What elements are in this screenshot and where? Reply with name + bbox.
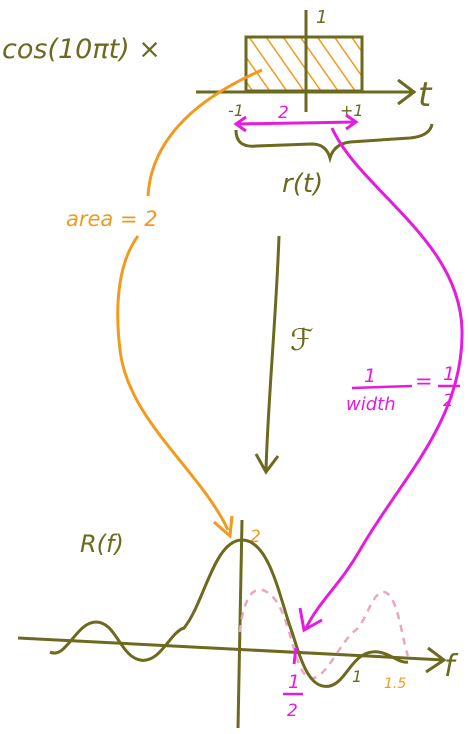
width-curve <box>304 127 464 629</box>
function-label: R(f) <box>80 530 124 558</box>
cos-expression: cos(10πt) × <box>2 34 161 65</box>
width-result-denominator: 2 <box>443 391 454 411</box>
width-label: 2 <box>278 103 289 123</box>
area-label: area = 2 <box>66 207 158 231</box>
top-height-label: 1 <box>316 7 327 28</box>
bottom-vertical-axis <box>236 519 244 729</box>
brace <box>234 123 434 164</box>
f-axis <box>17 636 445 662</box>
width-fraction-denominator: width <box>346 394 396 415</box>
transform-arrow <box>264 235 281 471</box>
f-axis-label: f <box>444 649 459 684</box>
width-fraction-equals: = <box>415 369 433 393</box>
sinc-curve <box>49 538 409 688</box>
dashed-sinc <box>238 588 410 680</box>
width-double-arrow <box>233 113 359 133</box>
r-of-t-label: r(t) <box>282 169 323 199</box>
tick-label-1-5: 1.5 <box>384 676 406 692</box>
t-axis-arrow <box>397 78 417 106</box>
t-axis-label: t <box>418 75 433 115</box>
tick-label-minus-1: -1 <box>228 101 244 120</box>
width-curve-arrow <box>298 607 323 633</box>
width-fraction-bar <box>351 384 413 390</box>
transform-arrow-head <box>254 453 280 475</box>
width-result-numerator: 1 <box>443 363 455 385</box>
fourier-symbol: ℱ <box>290 323 314 358</box>
zero-fraction-denominator: 2 <box>287 701 298 721</box>
f-axis-arrow <box>425 646 447 674</box>
zero-fraction-numerator: 1 <box>288 671 300 693</box>
hatched-rectangle <box>244 35 364 93</box>
tick-label-1: 1 <box>352 667 362 686</box>
width-fraction-numerator: 1 <box>364 365 376 387</box>
zero-tick <box>292 647 298 665</box>
tick-label-plus-1: +1 <box>340 101 364 120</box>
area-curve-arrow <box>213 515 234 540</box>
peak-label: 2 <box>250 527 261 547</box>
area-curve <box>116 68 263 531</box>
